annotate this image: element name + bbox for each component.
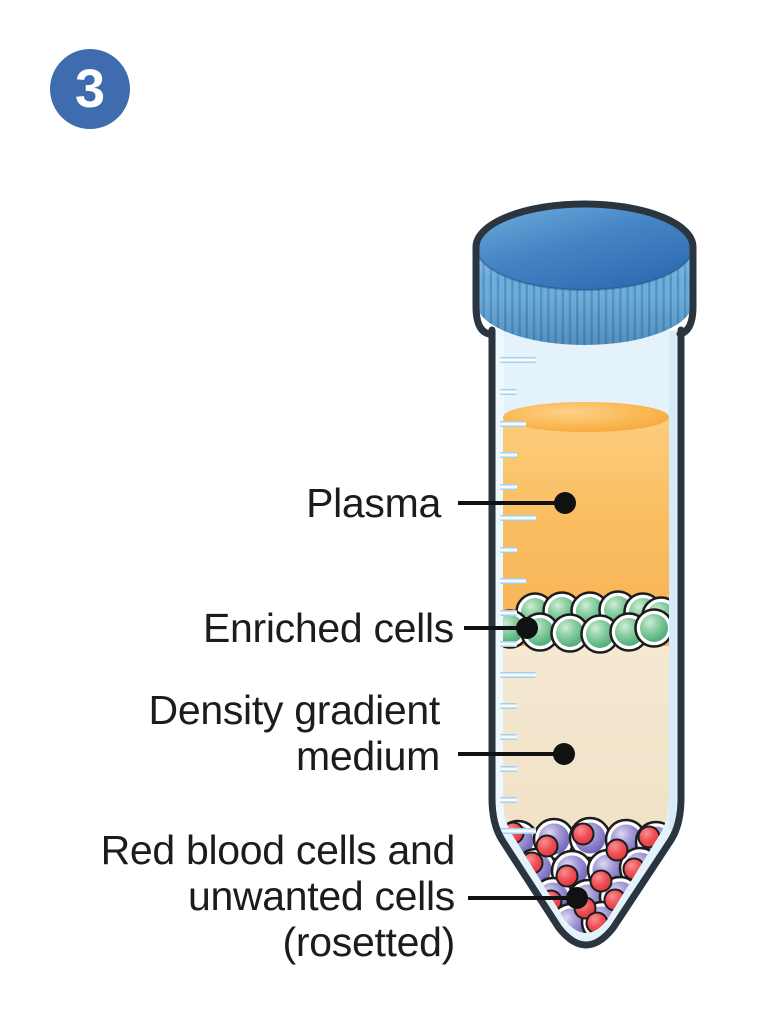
graduation-mark xyxy=(500,389,517,395)
graduation-mark xyxy=(500,452,517,458)
graduation-mark xyxy=(500,641,517,647)
enriched-cell-body xyxy=(586,620,614,648)
label-density-line2: medium xyxy=(295,733,440,779)
plasma-meniscus xyxy=(503,402,669,432)
enriched-cell-body xyxy=(556,619,584,647)
red-blood-cell xyxy=(571,822,595,846)
label-enriched-cells-text: Enriched cells xyxy=(202,605,454,651)
graduation-mark xyxy=(500,797,517,803)
graduation-mark xyxy=(500,547,517,553)
graduation-mark xyxy=(500,672,536,678)
graduation-mark xyxy=(500,515,536,521)
tube-contents xyxy=(503,402,669,933)
graduation-mark xyxy=(500,357,536,363)
step-number-badge: 3 xyxy=(50,49,130,129)
label-rbc-line3: (rosetted) xyxy=(282,919,456,965)
label-red-blood-cells: Red blood cells and unwanted cells (rose… xyxy=(100,827,456,965)
red-blood-cell xyxy=(555,864,579,888)
graduation-mark xyxy=(500,578,526,584)
connector-dots xyxy=(516,492,588,909)
red-blood-cell xyxy=(535,834,559,858)
graduation-mark xyxy=(500,610,517,616)
centrifuge-tube xyxy=(488,326,685,949)
enriched-cells-connector-dot xyxy=(516,617,538,639)
red-blood-cell xyxy=(605,838,629,862)
label-density-line1: Density gradient xyxy=(148,687,441,733)
label-plasma-text: Plasma xyxy=(306,480,441,526)
graduation-mark xyxy=(500,421,526,427)
graduation-mark xyxy=(500,734,517,740)
tube-graduation-marks xyxy=(500,357,536,834)
glass-right-shade xyxy=(669,331,676,831)
connector-lines xyxy=(458,501,577,900)
enriched-cell-body xyxy=(640,614,668,642)
label-rbc-line2: unwanted cells xyxy=(187,873,455,919)
cap-outline xyxy=(472,200,697,338)
label-rbc-line1: Red blood cells and xyxy=(100,827,456,873)
plasma-connector-dot xyxy=(554,492,576,514)
density-medium-connector-dot xyxy=(553,743,575,765)
graduation-mark xyxy=(500,484,517,490)
label-plasma: Plasma xyxy=(306,480,441,526)
tube-outline xyxy=(488,326,685,949)
graduation-mark xyxy=(500,828,536,834)
red-blood-cell xyxy=(589,869,613,893)
tube-cap xyxy=(472,200,697,346)
label-enriched-cells: Enriched cells xyxy=(203,605,454,651)
graduation-mark xyxy=(500,703,517,709)
rbc-connector-dot xyxy=(566,887,588,909)
graduation-mark xyxy=(500,766,517,772)
label-density-gradient-medium: Density gradient medium xyxy=(148,687,441,779)
